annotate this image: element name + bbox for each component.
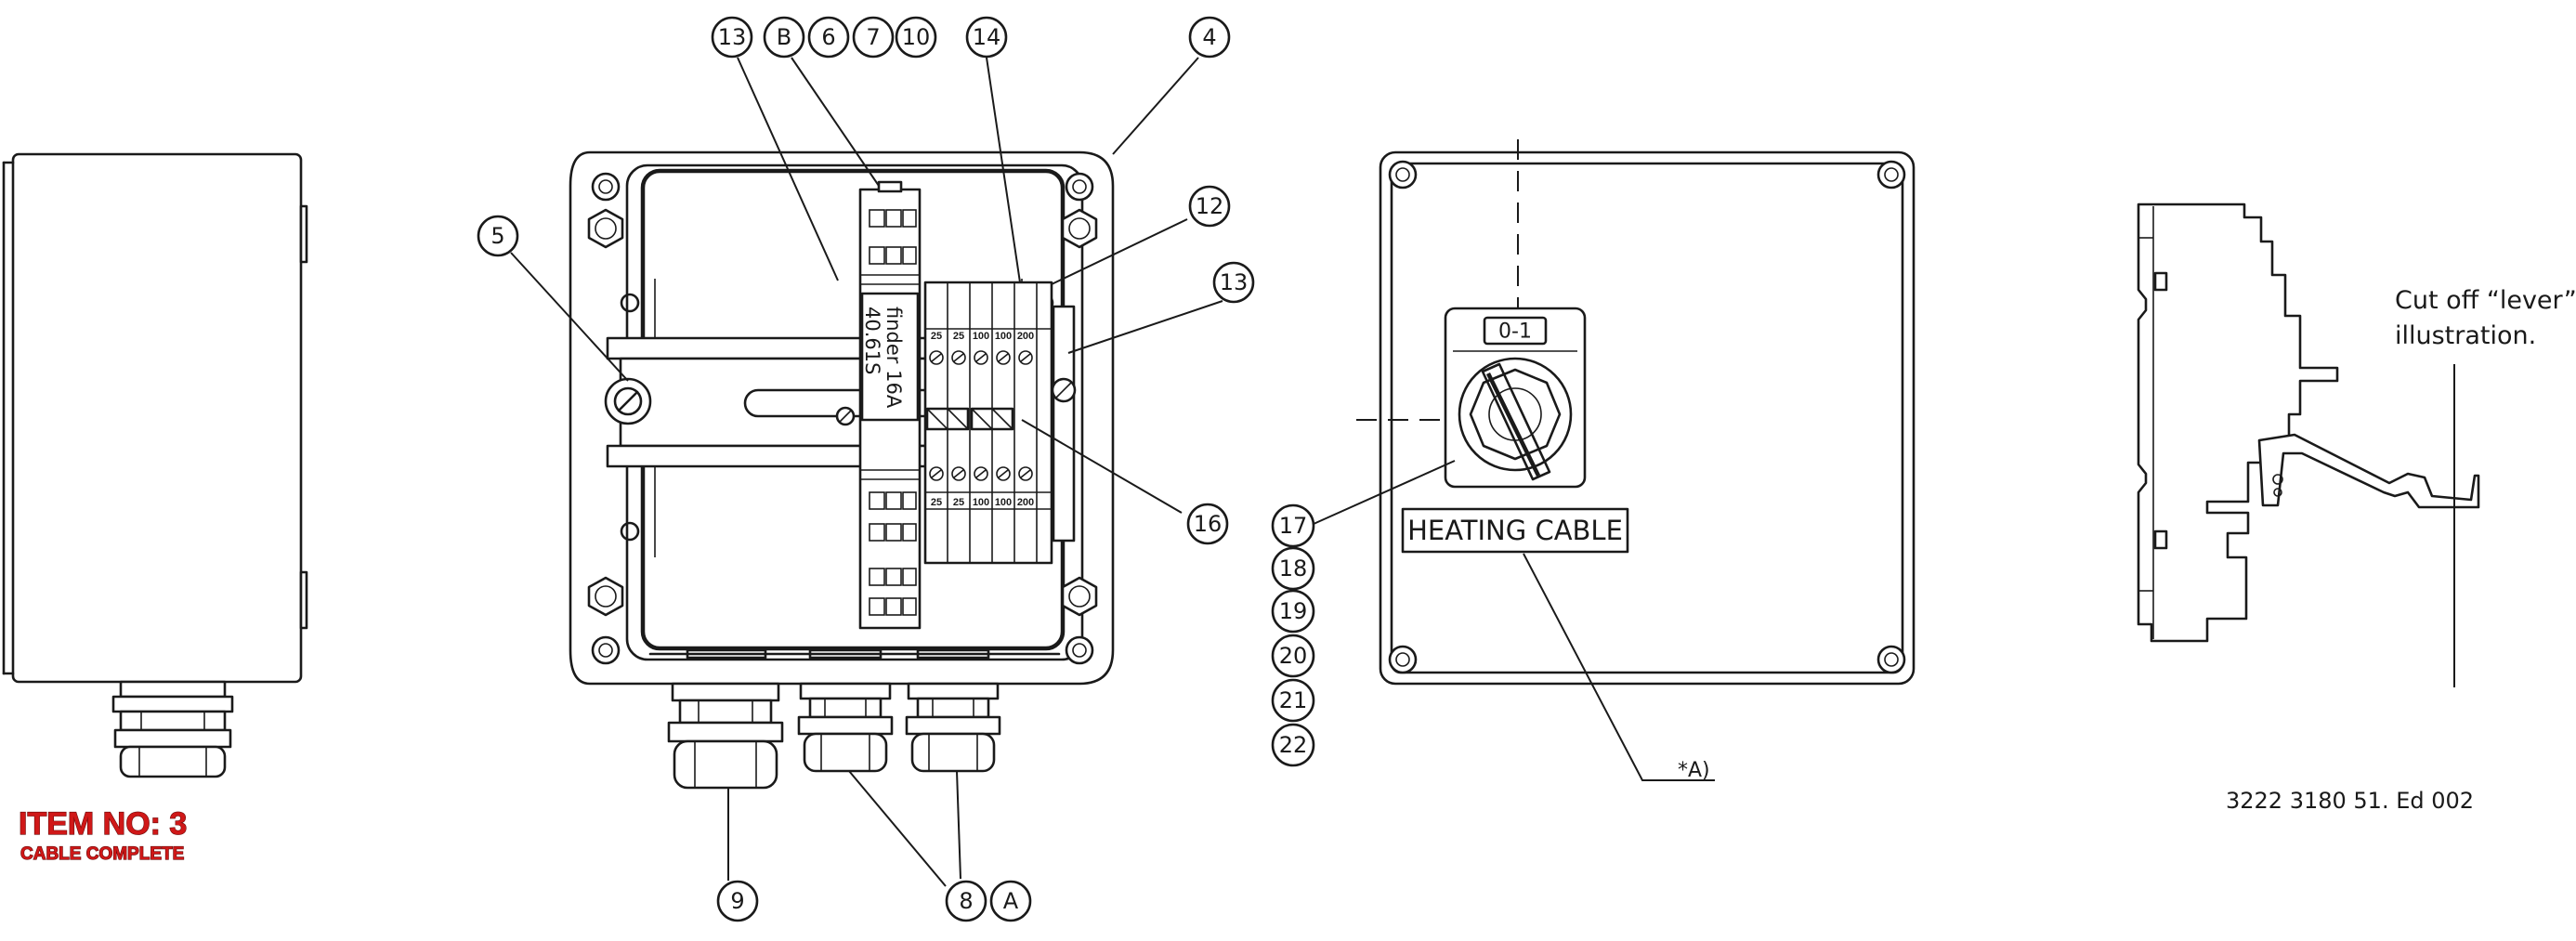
note-text-line1: Cut off “lever” — [2395, 286, 2576, 315]
relay-clip-lever — [2257, 433, 2480, 509]
side-view-enclosure — [2, 152, 308, 684]
svg-text:8: 8 — [959, 888, 973, 914]
balloon-14: 14 — [965, 16, 1008, 59]
rotary-switch: 0-1 — [1444, 307, 1587, 489]
terminal-rating-top: 100 — [995, 331, 1012, 342]
relay-socket-side-view — [2137, 203, 2339, 643]
terminal-rating-top: 25 — [953, 331, 964, 342]
svg-text:9: 9 — [730, 888, 744, 914]
corner-screw — [591, 635, 621, 665]
terminal-screws-top — [929, 350, 1033, 365]
medium-cable-gland — [905, 682, 1001, 773]
hex-boss — [587, 576, 624, 617]
hex-boss — [587, 208, 624, 249]
large-cable-gland — [667, 682, 784, 790]
hex-boss — [1061, 576, 1098, 617]
terminal-screws-bottom — [929, 466, 1033, 481]
svg-text:19: 19 — [1279, 598, 1308, 624]
heating-cable-label: HEATING CABLE — [1407, 515, 1623, 546]
rail-screw — [604, 377, 652, 425]
svg-text:4: 4 — [1202, 24, 1216, 50]
terminal-rating-top: 200 — [1017, 331, 1034, 342]
svg-text:17: 17 — [1279, 513, 1308, 539]
terminal-rating-bottom: 100 — [973, 497, 989, 508]
svg-text:6: 6 — [821, 24, 835, 50]
switch-position-label: 0-1 — [1498, 320, 1532, 344]
leader-lines-front — [510, 57, 1223, 887]
balloon-12: 12 — [1188, 185, 1231, 228]
heating-cable-label-plate — [1401, 507, 1629, 554]
balloon-17: 17 — [1271, 503, 1315, 548]
hex-boss — [1061, 208, 1098, 249]
svg-text:13: 13 — [1220, 269, 1249, 295]
svg-text:13: 13 — [718, 24, 747, 50]
balloon-a: A — [989, 880, 1032, 922]
terminal-rating-bottom: 100 — [995, 497, 1012, 508]
balloon-20: 20 — [1271, 634, 1315, 678]
svg-text:A: A — [1003, 888, 1019, 914]
balloon-10: 10 — [895, 16, 937, 59]
lid-screw — [1876, 645, 1906, 674]
balloon-21: 21 — [1271, 678, 1315, 723]
svg-text:21: 21 — [1279, 687, 1308, 713]
balloon-b: B — [763, 16, 805, 59]
svg-text:B: B — [777, 24, 791, 50]
balloon-9: 9 — [716, 880, 759, 922]
balloon-13-right: 13 — [1212, 261, 1255, 304]
corner-screw — [591, 172, 621, 202]
balloon-5: 5 — [477, 215, 519, 257]
terminal-end-stop — [1051, 305, 1077, 542]
svg-text:18: 18 — [1279, 555, 1308, 582]
balloon-6: 6 — [807, 16, 850, 59]
terminal-rating-top: 25 — [931, 331, 942, 342]
svg-text:20: 20 — [1279, 643, 1308, 669]
document-number: 3222 3180 51. Ed 002 — [2226, 788, 2474, 814]
svg-text:14: 14 — [973, 24, 1001, 50]
lid-screw — [1388, 645, 1418, 674]
side-view-cable-gland — [111, 680, 234, 778]
svg-text:22: 22 — [1279, 732, 1308, 758]
corner-screw — [1065, 172, 1094, 202]
medium-cable-gland — [797, 682, 894, 773]
terminal-jumpers — [925, 407, 1014, 431]
item-number-label: ITEM NO: 3 — [19, 806, 187, 842]
balloon-8: 8 — [945, 880, 987, 922]
lid-screw — [1388, 160, 1418, 190]
terminal-block: 25 25 100 100 200 25 25 100 — [923, 281, 1077, 565]
relay-brand-text: finder 16A — [883, 307, 905, 409]
note-text-line2: illustration. — [2395, 321, 2536, 350]
terminal-rating-top: 100 — [973, 331, 989, 342]
svg-text:16: 16 — [1194, 511, 1223, 537]
balloon-22: 22 — [1271, 723, 1315, 767]
terminal-rating-bottom: 200 — [1017, 497, 1034, 508]
balloon-19: 19 — [1271, 589, 1315, 634]
relay-screw — [835, 406, 856, 426]
svg-text:7: 7 — [866, 24, 880, 50]
svg-text:5: 5 — [490, 223, 504, 249]
relay-model-text: 40.61S — [861, 307, 883, 374]
enclosure-lid-view — [1356, 139, 1916, 686]
balloon-16: 16 — [1186, 503, 1229, 545]
enclosure-bottom-flange — [648, 648, 1061, 660]
note-reference: *A) — [1678, 759, 1710, 782]
leader-lines-lid — [1313, 460, 1715, 781]
svg-text:12: 12 — [1196, 193, 1224, 219]
lid-screw — [1876, 160, 1906, 190]
item-description-label: CABLE COMPLETE — [20, 844, 184, 864]
svg-text:10: 10 — [902, 24, 931, 50]
balloon-7: 7 — [852, 16, 895, 59]
corner-screw — [1065, 635, 1094, 665]
terminal-rating-bottom: 25 — [953, 497, 964, 508]
balloon-18: 18 — [1271, 546, 1315, 591]
relay-module: finder 16A 40.61S — [835, 180, 922, 630]
balloon-4: 4 — [1188, 16, 1231, 59]
balloon-13: 13 — [711, 16, 753, 59]
terminal-rating-bottom: 25 — [931, 497, 942, 508]
